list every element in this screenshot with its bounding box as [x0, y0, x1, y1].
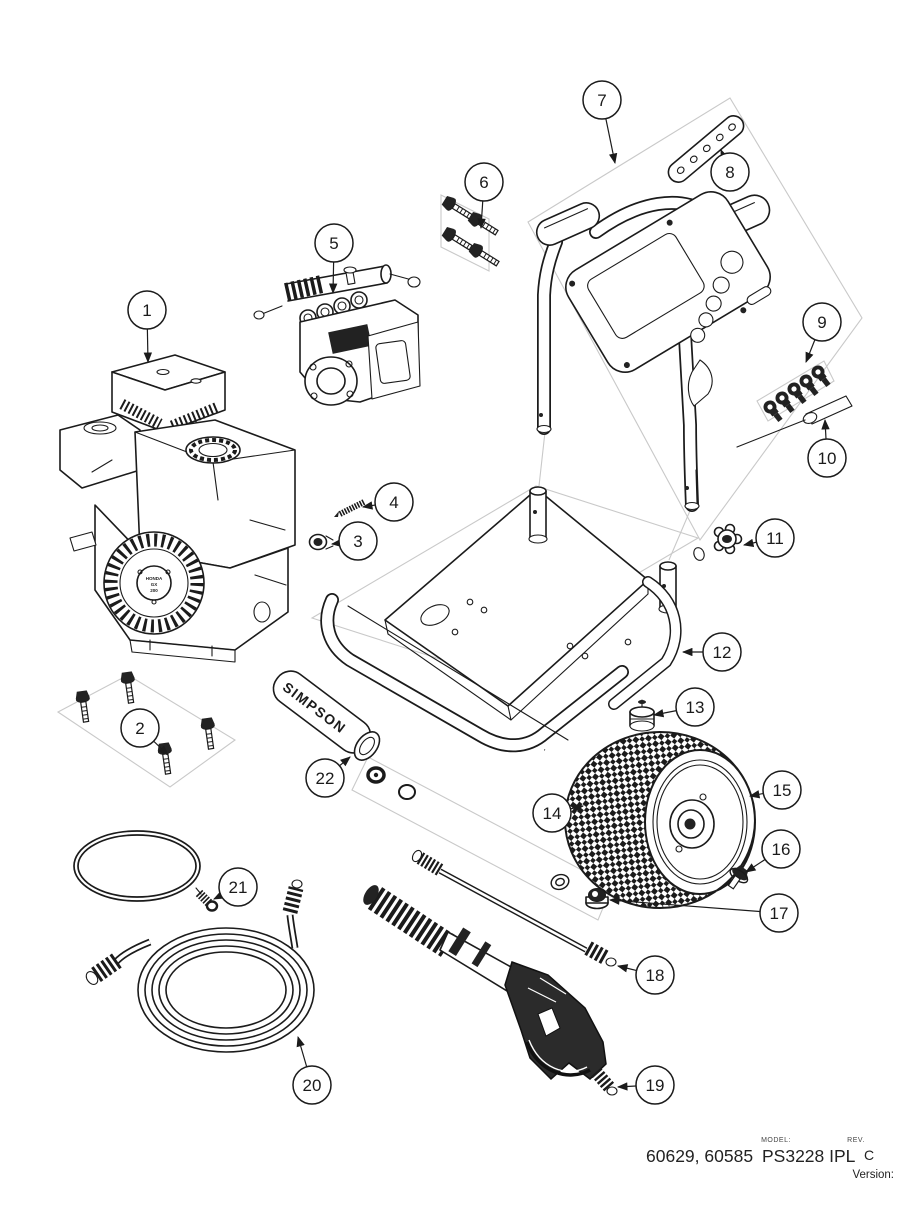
callout-8: 8	[710, 149, 750, 192]
nozzle-kit-outline	[756, 360, 835, 422]
callout-11: 11	[742, 518, 795, 558]
rubber-foot	[629, 699, 655, 732]
svg-text:3: 3	[353, 532, 362, 551]
model-label: MODEL:	[761, 1137, 791, 1144]
engine-decal-line1: HONDA	[146, 576, 163, 581]
axle-nut	[585, 888, 609, 910]
strap-plate	[667, 115, 745, 183]
svg-text:7: 7	[597, 91, 606, 110]
title-block: MODEL: 60629, 60585 PS3228 IPL REV. C Ve…	[646, 1137, 894, 1181]
svg-text:4: 4	[389, 493, 398, 512]
handle-knob	[693, 523, 743, 561]
svg-text:21: 21	[229, 878, 248, 897]
frame-post-left	[528, 486, 548, 544]
svg-text:16: 16	[772, 840, 791, 859]
bolt-kit6-outline	[440, 194, 490, 272]
callout-19: 19	[616, 1065, 675, 1105]
bolt-kit2-outline	[56, 674, 236, 788]
axle-bolt	[727, 865, 749, 890]
callout-20: 20	[292, 1035, 332, 1105]
svg-text:10: 10	[818, 449, 837, 468]
callout-17: 17	[608, 893, 799, 933]
frame-kit-outline	[310, 485, 700, 671]
engine-decal-line3: 200	[150, 588, 158, 593]
callouts-layer: 1 2 3 4 5 6 7 8 9 10	[120, 80, 847, 1105]
callout-9: 9	[802, 302, 842, 363]
oring-a	[366, 766, 386, 784]
svg-text:9: 9	[817, 313, 826, 332]
rev-value: C	[864, 1147, 874, 1163]
svg-text:14: 14	[543, 804, 562, 823]
callout-3: 3	[330, 521, 378, 561]
spray-gun	[363, 885, 618, 1096]
svg-text:22: 22	[316, 769, 335, 788]
handle-assembly	[535, 191, 772, 512]
pump-assembly	[253, 264, 421, 406]
callout-5: 5	[314, 223, 354, 295]
version-label: Version:	[852, 1169, 894, 1181]
callout-4: 4	[361, 482, 414, 522]
handle-hook	[687, 359, 713, 407]
callout-14: 14	[532, 793, 585, 833]
callout-10: 10	[807, 418, 847, 478]
kit-outlines	[56, 97, 863, 921]
svg-text:15: 15	[773, 781, 792, 800]
spray-wand	[411, 849, 617, 967]
pressure-hose	[85, 879, 315, 1053]
callout-22: 22	[305, 756, 351, 798]
handle-kit-outline	[527, 97, 863, 542]
pin-part	[334, 499, 366, 517]
pump-bolt-kit	[440, 193, 502, 271]
svg-text:6: 6	[479, 173, 488, 192]
callout-1: 1	[127, 290, 167, 364]
engine-assembly: HONDA GX 200	[59, 354, 296, 663]
model-name: PS3228 IPL	[762, 1146, 856, 1166]
svg-text:19: 19	[646, 1076, 665, 1095]
callout-18: 18	[616, 955, 675, 995]
svg-text:17: 17	[770, 904, 789, 923]
callout-21: 21	[213, 867, 258, 907]
wheel	[563, 731, 757, 909]
svg-text:20: 20	[303, 1076, 322, 1095]
svg-text:8: 8	[725, 163, 734, 182]
washer-kit	[550, 873, 570, 891]
oring-b	[398, 784, 416, 800]
svg-text:2: 2	[135, 719, 144, 738]
cap-part	[308, 533, 334, 551]
svg-text:13: 13	[686, 698, 705, 717]
svg-text:1: 1	[142, 301, 151, 320]
callout-6: 6	[464, 162, 504, 230]
callout-7: 7	[582, 80, 622, 165]
console-screen	[587, 232, 705, 339]
svg-text:12: 12	[713, 643, 732, 662]
callout-16: 16	[745, 829, 801, 873]
engine-decal-line2: GX	[151, 582, 158, 587]
siphon-hose	[73, 830, 219, 912]
callout-15: 15	[748, 770, 802, 810]
model-numbers: 60629, 60585	[646, 1146, 753, 1166]
assembly-alignment-lines	[538, 431, 693, 561]
oring-kit-outline	[351, 756, 613, 921]
simpson-grip: SIMPSON	[272, 670, 381, 761]
handle-grip-left	[535, 202, 601, 246]
svg-text:5: 5	[329, 234, 338, 253]
frame-assembly	[320, 486, 682, 775]
callout-2: 2	[120, 708, 169, 756]
handle-console-panel	[565, 191, 772, 373]
nozzle-tag	[736, 395, 853, 448]
callout-13: 13	[652, 687, 715, 727]
svg-text:18: 18	[646, 966, 665, 985]
svg-text:11: 11	[766, 529, 784, 548]
callout-12: 12	[681, 632, 742, 672]
rev-label: REV.	[847, 1137, 865, 1144]
